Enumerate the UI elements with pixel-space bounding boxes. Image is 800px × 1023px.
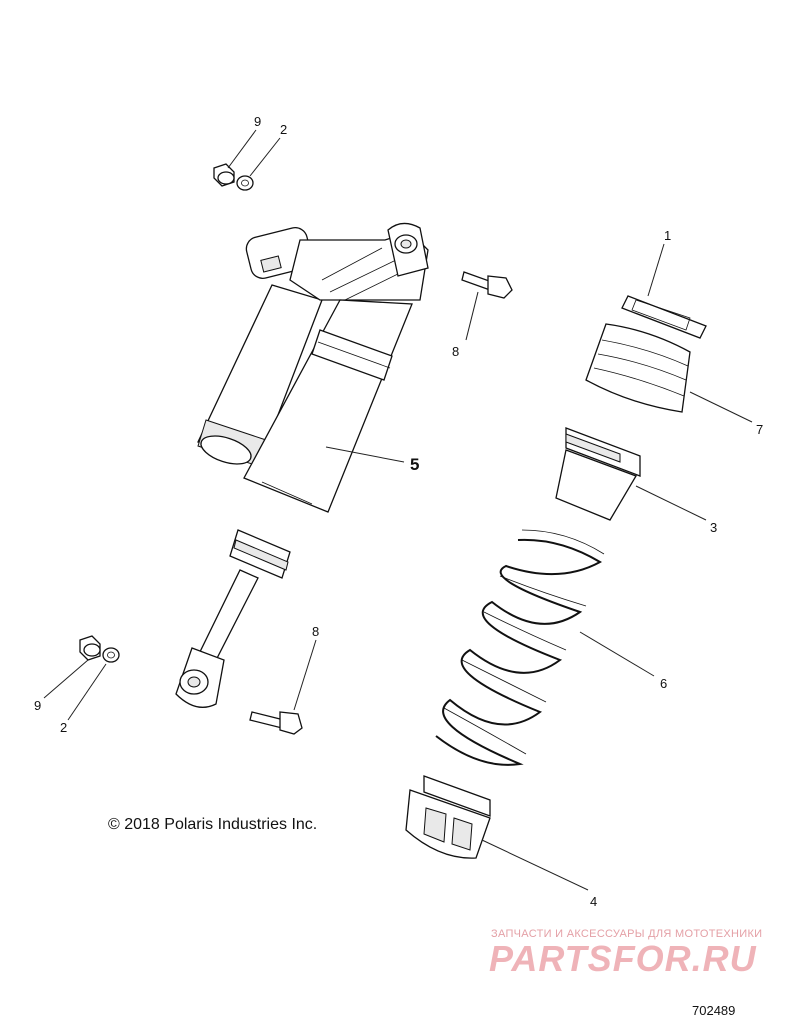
callout-8-upper: 8 xyxy=(452,344,459,359)
callout-8-lower: 8 xyxy=(312,624,319,639)
bottom-flange-bolt xyxy=(79,635,101,661)
callout-4: 4 xyxy=(590,894,597,909)
callout-7: 7 xyxy=(756,422,763,437)
coil-spring xyxy=(435,529,605,766)
upper-mounting-bolt xyxy=(461,271,513,299)
spring-adapter-sleeve xyxy=(555,427,641,521)
top-flange-bolt xyxy=(213,163,235,187)
lower-spring-seat xyxy=(405,775,491,859)
callout-1: 1 xyxy=(664,228,671,243)
spring-retainer-cap xyxy=(621,295,707,339)
callout-6: 6 xyxy=(660,676,667,691)
callout-5: 5 xyxy=(410,455,419,474)
watermark-logo: PARTSFOR.RU xyxy=(489,938,757,979)
callout-9-top: 9 xyxy=(254,114,261,129)
callout-2-top: 2 xyxy=(280,122,287,137)
bottom-washer xyxy=(102,647,120,663)
lower-mounting-bolt xyxy=(249,711,303,735)
top-washer xyxy=(236,175,254,191)
callout-3: 3 xyxy=(710,520,717,535)
callout-labels: 9 2 1 8 7 5 3 8 6 9 2 4 xyxy=(34,114,763,909)
figure-number: 702489 xyxy=(692,1003,736,1018)
leader-lines xyxy=(43,129,753,891)
callout-2-bottom: 2 xyxy=(60,720,67,735)
callout-9-bottom: 9 xyxy=(34,698,41,713)
watermark-tagline: ЗАПЧАСТИ И АКСЕССУАРЫ ДЛЯ МОТОТЕХНИКИ xyxy=(491,928,763,940)
bump-stop-bellows xyxy=(585,323,691,413)
shock-absorber-assembly xyxy=(175,222,429,708)
copyright-notice: © 2018 Polaris Industries Inc. xyxy=(108,816,318,833)
